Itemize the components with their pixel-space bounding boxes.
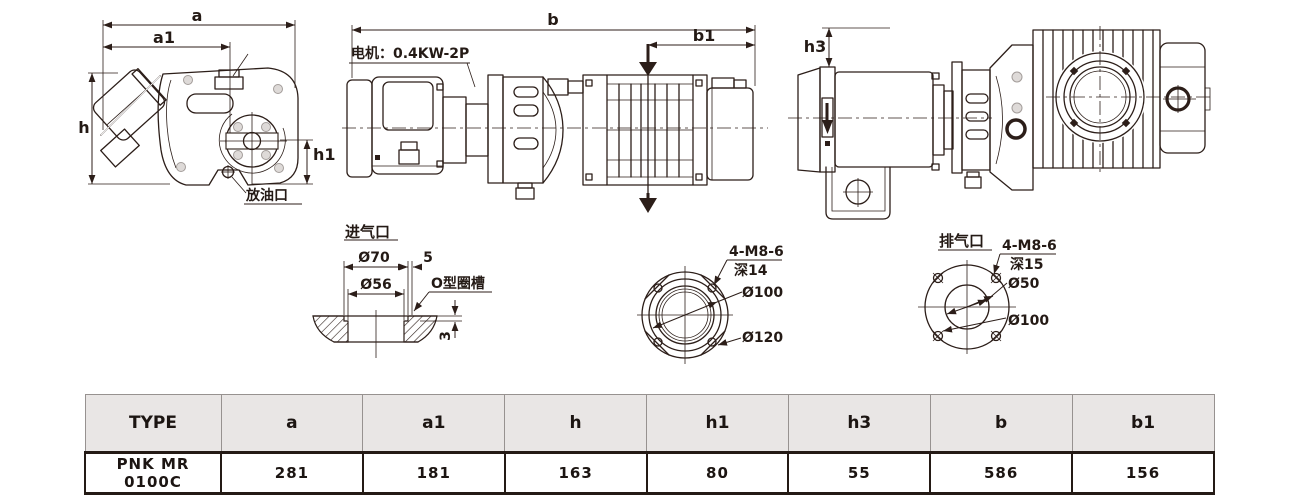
top-view: h3 [788,26,1214,220]
transition-housing [989,44,1034,191]
oil-filler-cap [214,53,249,90]
front-view: b b1 电机：0.4KW-2P [342,10,768,213]
dim-h-label: h [78,118,89,137]
outlet-depth-label: 深15 [1010,256,1043,273]
cell-h: 163 [503,451,648,495]
oil-drain-port [221,165,247,194]
cell-type: PNK MR 0100C [84,451,222,495]
oring-groove-label: O型圈槽 [431,275,485,292]
flange-dia100-label: Ø100 [742,285,783,301]
col-header-a: a [220,394,364,453]
col-header-h3: h3 [787,394,931,453]
inlet-depth3-label: 3 [438,331,454,341]
flange-depth-label: 深14 [734,262,768,279]
outlet-dia50-label: Ø50 [1008,276,1040,292]
col-header-a1: a1 [362,394,506,453]
flange-detail: 4-M8-6 深14 Ø100 Ø120 [637,244,784,364]
motor-spec-label: 电机：0.4KW-2P [351,45,469,62]
drain-port-label: 放油口 [245,187,288,204]
outlet-bolt-holes [932,272,1002,342]
col-header-type: TYPE [84,394,222,453]
flange-bolt-holes [653,283,717,347]
dim-h1-label: h1 [313,145,336,164]
cell-a: 281 [220,451,364,495]
col-header-b: b [929,394,1073,453]
col-header-h: h [504,394,648,453]
inlet-dia56-label: Ø56 [360,277,391,293]
end-box [706,77,754,181]
outlet-bolt-spec-label: 4-M8-6 [1002,238,1057,254]
flange-dia120-label: Ø120 [742,330,783,346]
motor-front [346,76,444,178]
cell-a1: 181 [361,451,506,495]
spec-table: TYPE a a1 h h1 h3 b b1 PNK MR 0100C 281 … [84,394,1215,495]
motor-top [797,66,934,173]
motor-terminal [100,128,140,168]
inlet-flow-arrow [639,44,657,76]
end-cap [1159,42,1211,154]
side-view: a a1 h h1 [78,6,336,205]
outlet-detail: 排气口 4-M8-6 深15 Ø50 Ø100 [918,232,1057,354]
outlet-flow-arrow [639,193,657,213]
col-header-b1: b1 [1071,394,1215,453]
technical-drawing: a a1 h h1 [78,6,1214,364]
dim-b1-label: b1 [693,26,716,45]
roots-block [582,74,708,186]
motor-side [92,68,167,141]
cell-h1: 80 [645,451,790,495]
cell-b: 586 [929,451,1074,495]
dim-b-label: b [547,10,558,29]
finned-block [1032,26,1214,172]
outlet-title: 排气口 [939,232,984,250]
col-header-h1: h1 [646,394,789,453]
cell-h3: 55 [787,451,932,495]
inlet-title: 进气口 [345,223,390,241]
inlet-gap5-label: 5 [423,250,433,266]
dim-a1-label: a1 [153,28,175,47]
flange-bolt-spec-label: 4-M8-6 [729,244,784,260]
inlet-dia70-label: Ø70 [358,250,390,266]
spec-table-header-row: TYPE a a1 h h1 h3 b b1 [84,394,1215,453]
mounting-bracket [825,166,891,220]
outlet-dia100-label: Ø100 [1008,313,1049,329]
dim-a-label: a [192,6,203,25]
spec-table-data-row: PNK MR 0100C 281 181 163 80 55 586 156 [84,451,1215,495]
dim-h3-label: h3 [804,37,827,56]
inlet-detail: 进气口 Ø70 5 Ø56 O型圈槽 3 [312,223,492,358]
cell-b1: 156 [1071,451,1215,495]
